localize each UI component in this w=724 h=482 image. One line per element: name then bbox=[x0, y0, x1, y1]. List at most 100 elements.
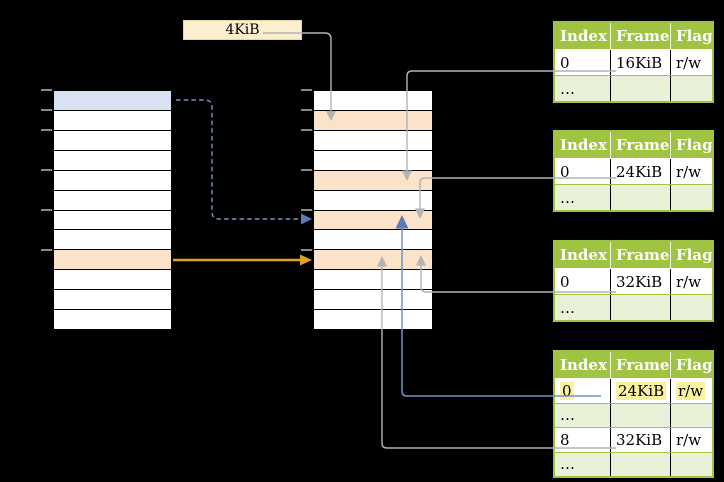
address-tick bbox=[301, 89, 312, 91]
address-tick bbox=[301, 109, 312, 111]
table-cell: r/w bbox=[670, 159, 712, 184]
table-cell bbox=[610, 452, 670, 476]
arrow-virtual-orange-page-mapping bbox=[173, 254, 312, 266]
address-tick bbox=[41, 249, 52, 251]
address-tick bbox=[301, 129, 312, 131]
table-cell: … bbox=[560, 455, 575, 474]
frame-size-text: 4KiB bbox=[225, 22, 260, 38]
physical-frame-row bbox=[314, 149, 432, 170]
table-row: … bbox=[555, 402, 712, 427]
address-tick bbox=[41, 89, 52, 91]
frame-size-label: 4KiB bbox=[183, 20, 302, 40]
virtual-memory-column bbox=[53, 90, 172, 330]
table-header-row: IndexFrameFlags bbox=[555, 23, 712, 49]
table-cell: 24KiB bbox=[610, 379, 670, 403]
physical-frame-row-orange bbox=[314, 209, 432, 230]
table-row: … bbox=[555, 75, 712, 101]
physical-frame-row bbox=[314, 289, 432, 309]
table-cell: 0 bbox=[560, 272, 570, 291]
table-cell: 24KiB bbox=[610, 159, 670, 184]
table-cell bbox=[670, 403, 712, 427]
virtual-page-row bbox=[54, 229, 171, 249]
page-table-1: IndexFrameFlags 0 16KiBr/w… bbox=[553, 21, 714, 103]
virtual-page-row bbox=[54, 109, 171, 130]
virtual-page-row bbox=[54, 269, 171, 289]
arrow-virtual-blue-page-mapping bbox=[176, 99, 312, 225]
table-row: … bbox=[555, 451, 712, 476]
physical-frame-row bbox=[314, 91, 432, 110]
virtual-page-row bbox=[54, 189, 171, 210]
virtual-page-row bbox=[54, 209, 171, 230]
table-cell: 0 bbox=[560, 162, 570, 181]
physical-frame-row bbox=[314, 189, 432, 210]
table-cell bbox=[670, 295, 712, 320]
table-header-cell: Frame bbox=[610, 242, 670, 268]
page-table-4: IndexFrameFlags024KiBr/w…832KiBr/w… bbox=[553, 350, 714, 478]
page-table-3: IndexFrameFlags032KiBr/w… bbox=[553, 240, 714, 322]
physical-frame-row-orange bbox=[314, 109, 432, 130]
table-header-cell: Flags bbox=[670, 352, 712, 378]
address-tick bbox=[41, 169, 52, 171]
physical-frame-row-orange bbox=[314, 169, 432, 190]
table-header-cell: Flags bbox=[670, 242, 712, 268]
table-header-cell: Index bbox=[560, 356, 607, 374]
table-cell: 32KiB bbox=[610, 428, 670, 452]
table-cell: 16KiB bbox=[610, 50, 670, 75]
table-cell bbox=[670, 452, 712, 476]
table-cell: 32KiB bbox=[610, 269, 670, 294]
table-header-cell: Frame bbox=[610, 352, 670, 378]
table-cell bbox=[670, 185, 712, 210]
table-header-row: IndexFrameFlags bbox=[555, 132, 712, 158]
table-header-cell: Frame bbox=[610, 132, 670, 158]
address-tick bbox=[41, 109, 52, 111]
virtual-page-row-orange bbox=[54, 249, 171, 270]
table-header-row: IndexFrameFlags bbox=[555, 242, 712, 268]
table-cell: … bbox=[560, 406, 575, 425]
page-table-2: IndexFrameFlags 0 24KiBr/w … bbox=[553, 130, 714, 212]
virtual-page-row bbox=[54, 129, 171, 150]
table-cell: … bbox=[560, 298, 575, 317]
physical-frame-row bbox=[314, 309, 432, 329]
physical-frame-row bbox=[314, 229, 432, 249]
table-cell: 8 bbox=[560, 430, 570, 449]
address-tick bbox=[41, 209, 52, 211]
table-header-cell: Flags bbox=[670, 23, 712, 49]
table-cell: … bbox=[560, 188, 575, 207]
highlighted-value: 24KiB bbox=[616, 381, 667, 400]
virtual-page-row bbox=[54, 149, 171, 170]
table-header-cell: Index bbox=[560, 246, 607, 264]
table-row: 0 24KiB r/w bbox=[555, 378, 712, 403]
highlighted-value: r/w bbox=[676, 381, 706, 400]
address-tick bbox=[301, 169, 312, 171]
table-cell: 0 bbox=[555, 379, 610, 403]
virtual-page-row-blue bbox=[54, 91, 171, 110]
table-cell: 0 bbox=[560, 53, 570, 72]
table-cell bbox=[610, 185, 670, 210]
table-cell: r/w bbox=[670, 379, 712, 403]
table-row: … bbox=[555, 294, 712, 320]
physical-frame-row bbox=[314, 129, 432, 150]
table-cell: r/w bbox=[670, 428, 712, 452]
table-cell bbox=[610, 403, 670, 427]
address-tick bbox=[301, 249, 312, 251]
address-tick bbox=[301, 209, 312, 211]
table-header-cell: Index bbox=[560, 136, 607, 154]
virtual-page-row bbox=[54, 309, 171, 329]
table-header-cell: Index bbox=[560, 27, 607, 45]
virtual-page-row bbox=[54, 169, 171, 190]
table-cell bbox=[670, 76, 712, 101]
table-cell: r/w bbox=[670, 50, 712, 75]
table-row: … bbox=[555, 184, 712, 210]
table-header-cell: Frame bbox=[610, 23, 670, 49]
physical-frame-row-orange bbox=[314, 249, 432, 270]
table-cell bbox=[610, 295, 670, 320]
table-cell bbox=[610, 76, 670, 101]
virtual-page-row bbox=[54, 289, 171, 309]
address-tick bbox=[41, 129, 52, 131]
physical-frame-row bbox=[314, 269, 432, 289]
